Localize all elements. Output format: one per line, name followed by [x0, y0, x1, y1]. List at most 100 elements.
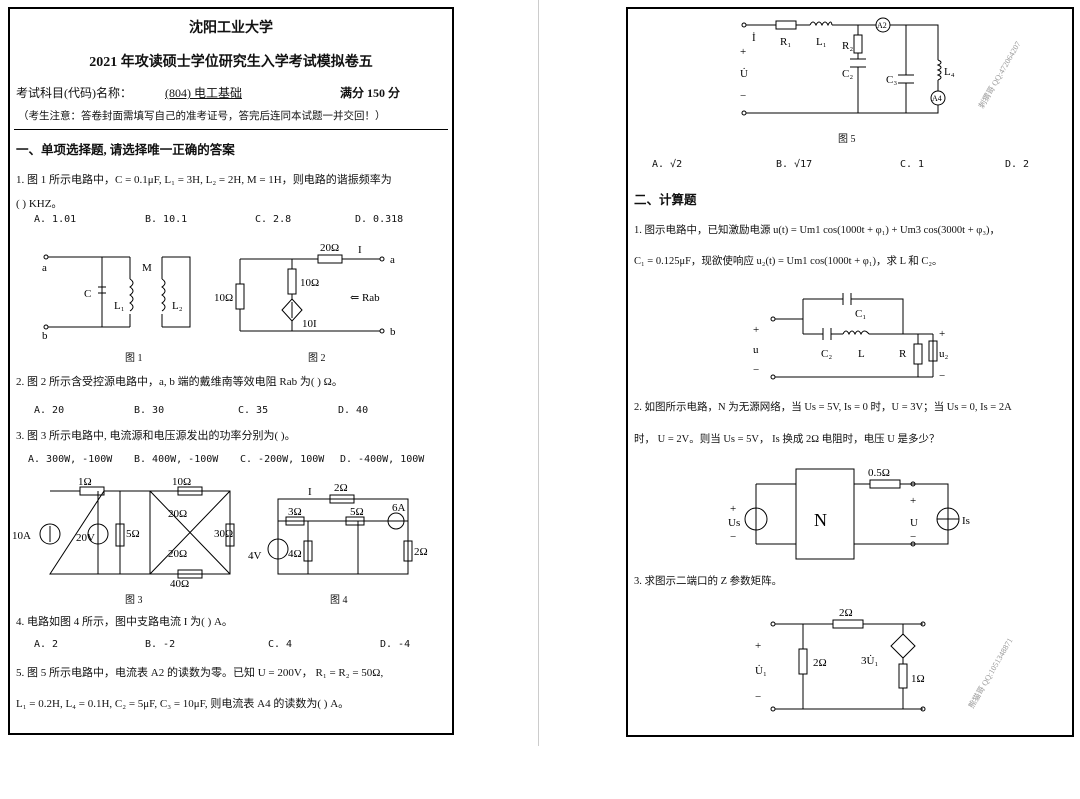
svg-text:10Ω: 10Ω	[172, 476, 191, 488]
label-a: a	[42, 262, 47, 274]
svg-text:10A: 10A	[12, 530, 31, 542]
svg-text:2Ω: 2Ω	[334, 482, 348, 494]
subject-label: 考试科目(代码)名称：	[16, 86, 132, 100]
question-3: 3. 图 3 所示电路中, 电流源和电压源发出的功率分别为( )。	[16, 430, 296, 442]
svg-text:+: +	[910, 495, 916, 507]
figure-2-circuit: 20Ω I a b 10Ω 10Ω 10I ⇐ Rab	[214, 242, 396, 338]
svg-text:⇐ Rab: ⇐ Rab	[350, 292, 380, 304]
calc-question-1-cont: C₁ = 0.125μF，现欲使响应 u₂(t) = Um1 cos(1000t…	[634, 256, 943, 267]
label-l1: L₁	[114, 300, 125, 312]
svg-text:+: +	[755, 640, 761, 652]
svg-text:u: u	[753, 344, 759, 356]
svg-text:3U̇₁: 3U̇₁	[861, 655, 878, 667]
label-b: b	[42, 330, 48, 342]
svg-text:1Ω: 1Ω	[911, 673, 925, 685]
svg-text:−: −	[939, 370, 945, 382]
svg-text:−: −	[730, 531, 736, 543]
option: D. 0.318	[355, 214, 404, 225]
svg-text:+: +	[740, 46, 746, 58]
option: B. -2	[145, 639, 176, 650]
option: B. √17	[776, 159, 813, 170]
svg-text:刺猬哥 QQ:472064207: 刺猬哥 QQ:472064207	[976, 39, 1023, 110]
figure-2-caption: 图 2	[308, 353, 326, 364]
svg-text:u₂: u₂	[939, 348, 949, 360]
exam-page-1: 沈阳工业大学 2021 年攻读硕士学位研究生入学考试模拟卷五 考试科目(代码)名…	[8, 7, 454, 735]
svg-text:−: −	[910, 531, 916, 543]
option: D. 2	[1005, 159, 1030, 170]
svg-text:5Ω: 5Ω	[350, 506, 364, 518]
svg-text:Us: Us	[728, 517, 740, 529]
svg-text:−: −	[753, 364, 759, 376]
notice: （考生注意：答卷封面需填写自己的准考证号，答完后连同本试题一并交回！）	[18, 111, 386, 122]
figure-4-circuit: I 2Ω 3Ω 5Ω 6A 4V 4Ω 2Ω	[248, 482, 428, 575]
option: C. -200W, 100W	[240, 454, 325, 465]
figure-5-caption: 图 5	[838, 134, 856, 145]
svg-text:R: R	[899, 348, 907, 360]
svg-text:I: I	[308, 486, 312, 498]
svg-text:4Ω: 4Ω	[288, 548, 302, 560]
svg-text:b: b	[390, 326, 396, 338]
svg-text:40Ω: 40Ω	[170, 578, 189, 590]
figure-4-caption: 图 4	[330, 595, 348, 606]
question-5: 5. 图 5 所示电路中，电流表 A2 的读数为零。已知 U = 200V， R…	[16, 667, 384, 679]
question-4: 4. 电路如图 4 所示，图中支路电流 I 为( ) A。	[16, 616, 233, 628]
svg-text:2Ω: 2Ω	[813, 657, 827, 669]
figure-3-caption: 图 3	[125, 595, 143, 606]
divider-line	[14, 129, 448, 130]
svg-text:N: N	[814, 510, 827, 530]
option: B. 30	[134, 405, 165, 416]
svg-text:6A: 6A	[392, 502, 406, 514]
option: A. 2	[34, 639, 59, 650]
svg-text:2Ω: 2Ω	[839, 607, 853, 619]
page-divider	[538, 0, 539, 746]
svg-text:C₂: C₂	[842, 68, 853, 80]
svg-text:U: U	[910, 517, 918, 529]
figure-1-caption: 图 1	[125, 353, 143, 364]
watermark-1: 刺猬哥 QQ:472064207	[976, 39, 1023, 110]
svg-text:+: +	[730, 503, 736, 515]
svg-text:+: +	[939, 328, 945, 340]
option: A. √2	[652, 159, 683, 170]
option: A. 1.01	[34, 214, 77, 225]
svg-text:20Ω: 20Ω	[320, 242, 339, 254]
svg-text:−: −	[755, 691, 761, 703]
svg-text:I: I	[358, 244, 362, 256]
figure-1-circuit: a b C L₁ L₂ M	[42, 254, 191, 342]
calc-question-1: 1. 图示电路中，已知激励电源 u(t) = Um1 cos(1000t + φ…	[634, 225, 1000, 236]
svg-text:30Ω: 30Ω	[214, 528, 233, 540]
svg-text:C₁: C₁	[855, 308, 866, 320]
svg-text:20V: 20V	[76, 532, 95, 544]
svg-text:4V: 4V	[248, 550, 262, 562]
svg-text:5Ω: 5Ω	[126, 528, 140, 540]
svg-text:1Ω: 1Ω	[78, 476, 92, 488]
option: A. 300W, -100W	[28, 454, 113, 465]
svg-text:R₂: R₂	[842, 40, 853, 52]
calc-2-circuit: N 0.5Ω + Us − + U − Is	[728, 467, 970, 560]
svg-text:İ: İ	[752, 32, 756, 44]
svg-text:U̇₁: U̇₁	[755, 665, 767, 677]
option: D. -4	[380, 639, 411, 650]
svg-text:A4: A4	[932, 94, 942, 103]
exam-page-2: İ R₁ L₁ A2 R₂ C₂ C₃ L₄ A4 + U̇ − 刺猬哥 QQ:…	[626, 7, 1074, 737]
calc-question-3: 3. 求图示二端口的 Z 参数矩阵。	[634, 576, 783, 587]
question-1-cont: ( ) KHZ。	[16, 198, 63, 210]
label-c: C	[84, 288, 91, 300]
subject-value: (804) 电工基础	[165, 86, 242, 100]
section-heading-2: 二、计算题	[634, 193, 697, 207]
exam-title: 2021 年攻读硕士学位研究生入学考试模拟卷五	[89, 55, 373, 70]
svg-text:L₁: L₁	[816, 36, 827, 48]
calc-question-2-cont: 时， U = 2V。则当 Us = 5V， Is 换成 2Ω 电阻时，电压 U …	[634, 434, 940, 445]
svg-text:10Ω: 10Ω	[214, 292, 233, 304]
svg-text:−: −	[740, 90, 746, 102]
label-m: M	[142, 262, 152, 274]
svg-text:2Ω: 2Ω	[414, 546, 428, 558]
university-name: 沈阳工业大学	[189, 21, 273, 36]
svg-text:20Ω: 20Ω	[168, 508, 187, 520]
question-1: 1. 图 1 所示电路中，C = 0.1μF, L₁ = 3H, L₂ = 2H…	[16, 174, 392, 186]
svg-text:L: L	[858, 348, 865, 360]
svg-text:Is: Is	[962, 515, 970, 527]
svg-text:a: a	[390, 254, 395, 266]
calc-question-2: 2. 如图所示电路，N 为无源网络，当 Us = 5V, Is = 0 时，U …	[634, 402, 1012, 413]
watermark-2: 熊猫哥 QQ:1051348871	[966, 636, 1015, 710]
calc-1-circuit: + u − C₁ C₂ L R + u₂ −	[753, 293, 949, 382]
